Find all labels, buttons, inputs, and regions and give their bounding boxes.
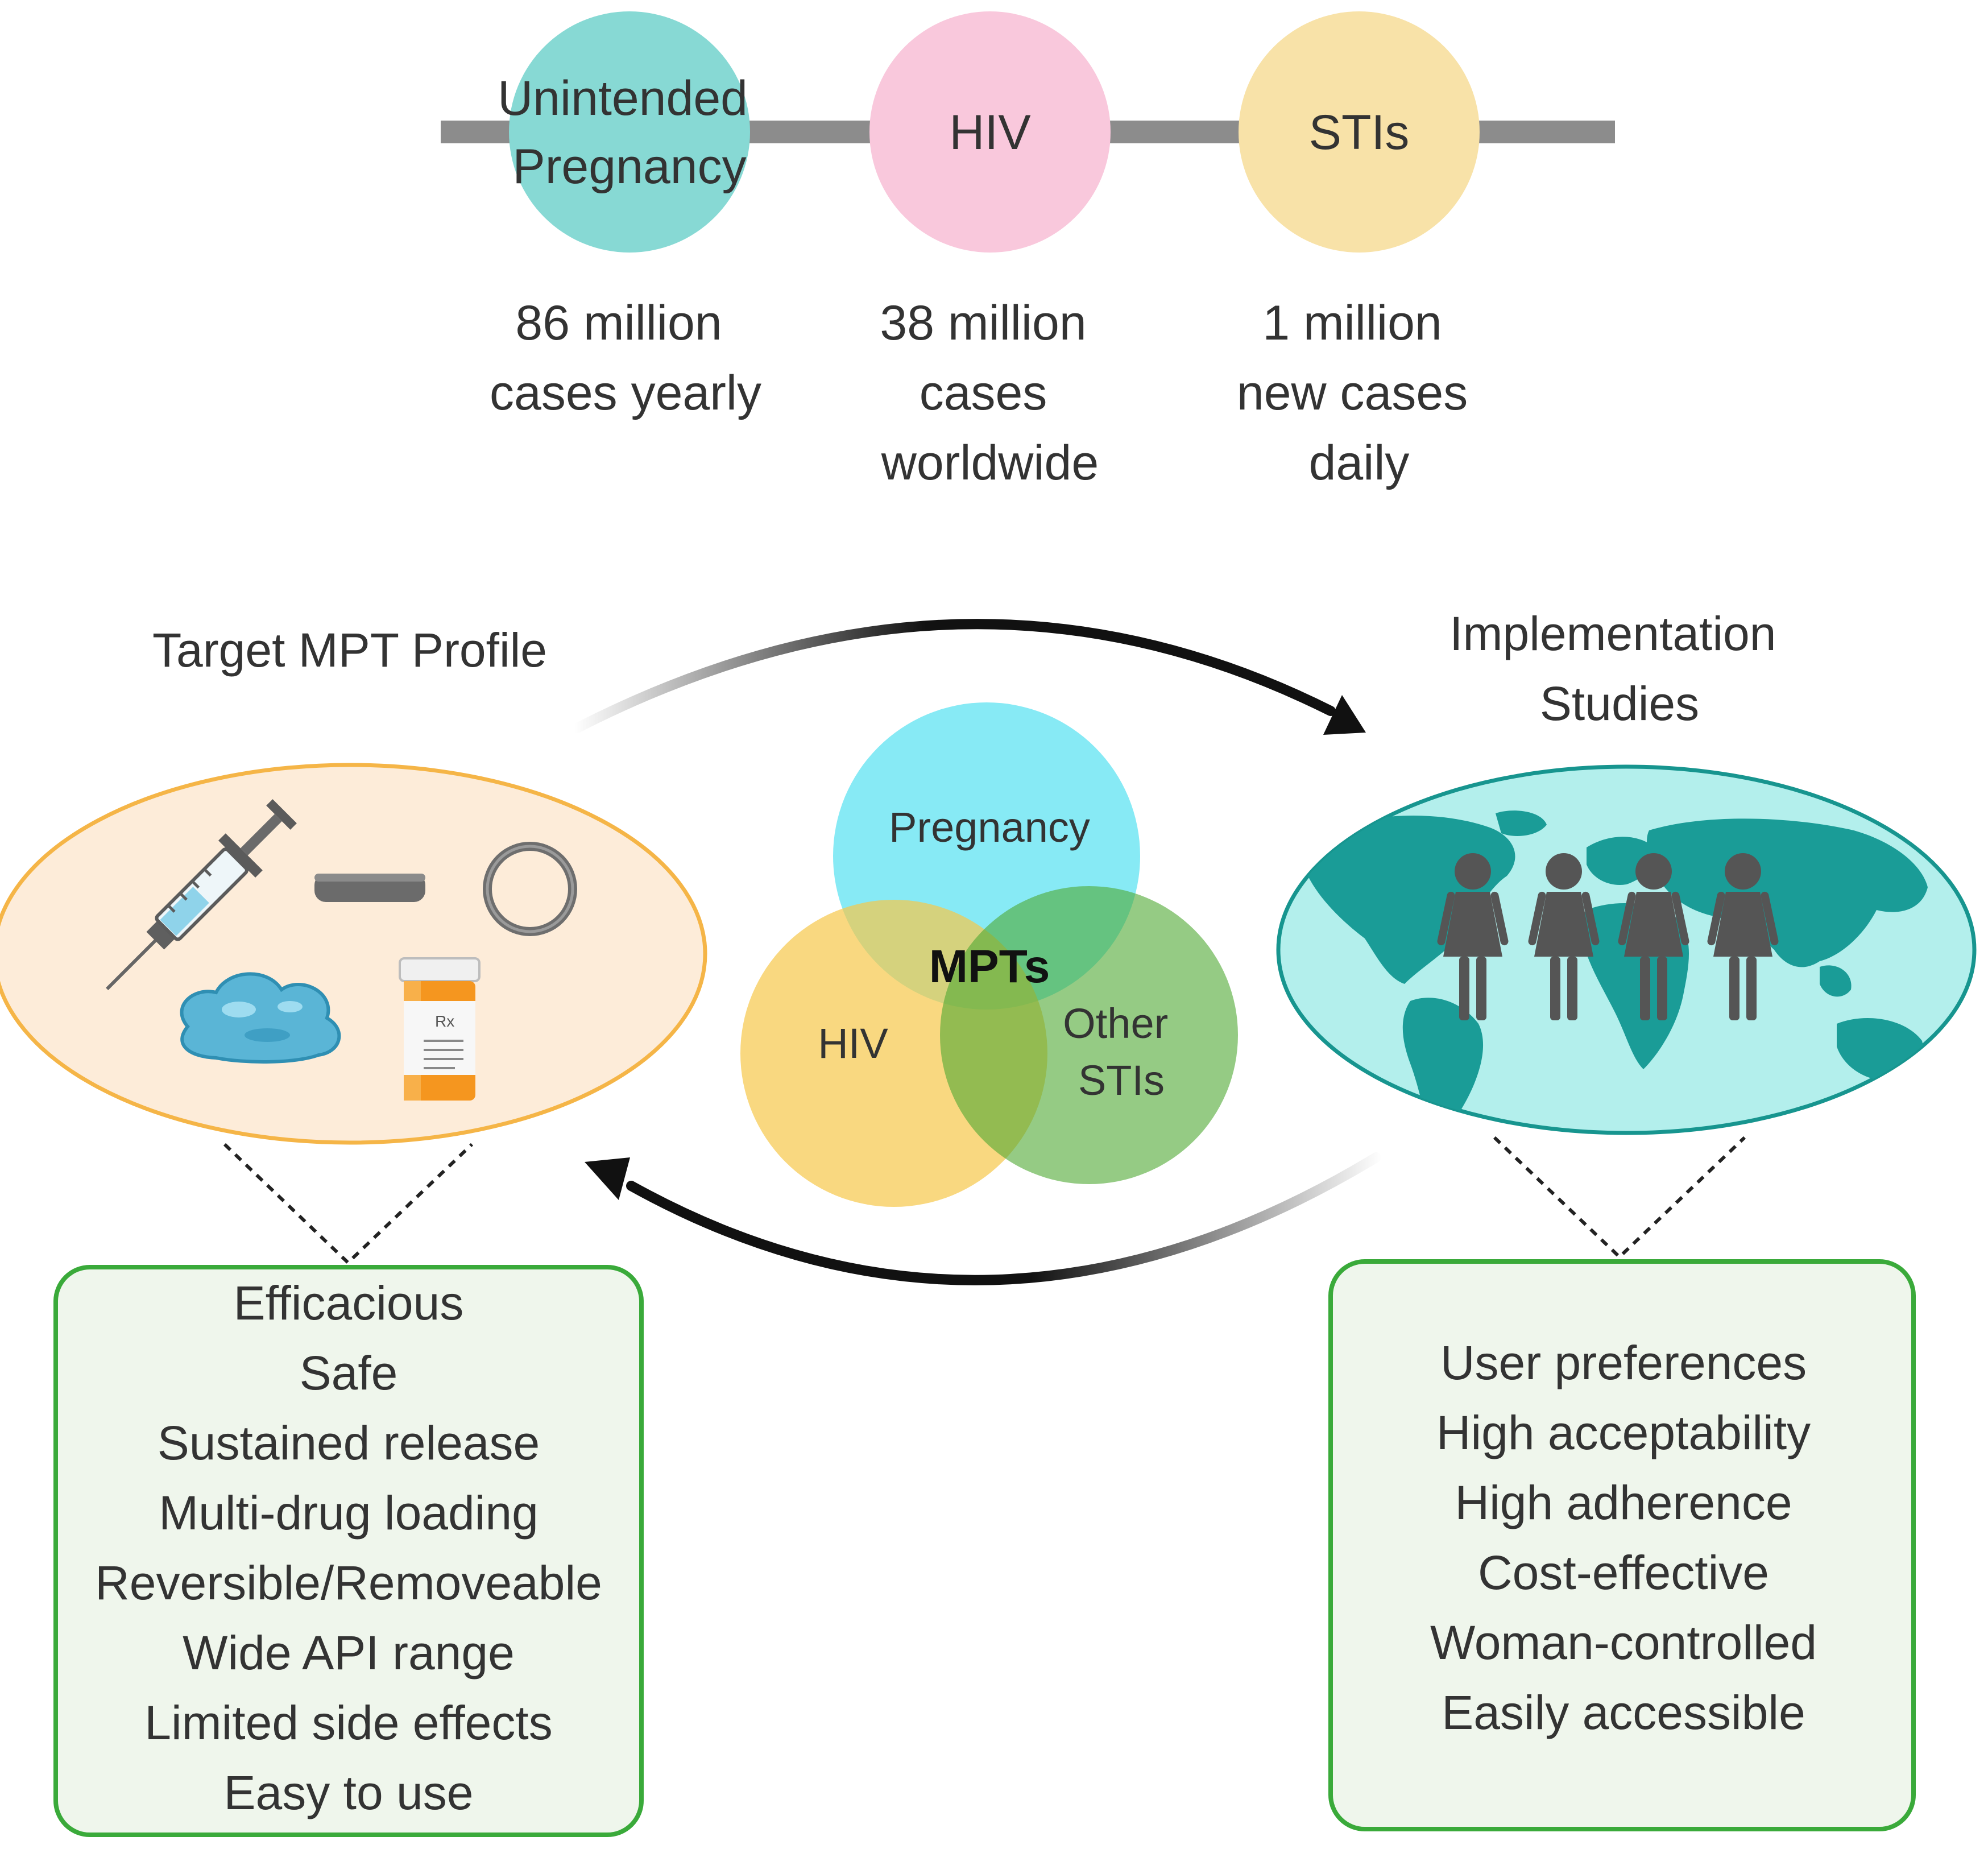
stis-burden-stat: 1 million new cases daily [1237,296,1481,490]
implementation-connector [1493,1136,1746,1260]
criteria-item: Easily accessible [1442,1686,1805,1739]
target-profile-title: Target MPT Profile [152,623,547,677]
criteria-item: High adherence [1455,1476,1792,1529]
target-profile-criteria-box [53,1265,644,1837]
woman-icon [1437,853,1509,1020]
target-profile-connector [223,1143,474,1265]
pill-bottle-icon: Rx [399,957,481,1101]
criteria-item: Multi-drug loading [159,1486,539,1540]
criteria-item: Easy to use [224,1766,474,1819]
arrow-to-target-profile [626,1152,1381,1285]
venn-label-hiv: HIV [818,1020,888,1067]
vaginal-ring-icon [483,842,577,936]
arrow-to-target-profile-head [585,1157,630,1200]
stis-burden-label: STIs [1309,105,1410,160]
cycle-arrows [572,619,1381,1285]
timeline-item-hiv: HIV 38 million cases worldwide [869,11,1111,490]
pregnancy-burden-stat: 86 million cases yearly [490,296,761,420]
criteria-item: Woman-controlled [1430,1616,1817,1669]
stis-burden-circle [1239,11,1480,253]
hiv-burden-label: HIV [949,105,1030,160]
svg-text:Rx: Rx [435,1012,454,1030]
criteria-item: Reversible/Removeable [95,1556,602,1610]
venn-label-pregnancy: Pregnancy [889,804,1090,851]
syringe-icon [106,799,297,990]
women-figures [1437,853,1779,1020]
criteria-item: User preferences [1440,1336,1807,1389]
venn-label-other-stis: Other STIs [1063,1000,1180,1104]
arrow-to-implementation [572,619,1336,733]
implementation-criteria-box [1328,1259,1916,1831]
pregnancy-burden-label: Unintended Pregnancy [498,71,761,194]
arrow-to-implementation-head [1323,695,1366,735]
woman-icon [1707,853,1779,1020]
criteria-item: Limited side effects [144,1696,553,1749]
criteria-item: Safe [300,1346,398,1400]
hiv-burden-circle [869,11,1111,253]
woman-icon [1528,853,1600,1020]
criteria-item: Efficacious [234,1276,464,1330]
burden-timeline: Unintended Pregnancy 86 million cases ye… [441,11,1615,490]
criteria-item: Sustained release [158,1416,540,1470]
pregnancy-burden-circle [509,11,750,253]
woman-icon [1618,853,1689,1020]
venn-center-label: MPTs [929,941,1050,992]
venn-circle-other-stis [940,886,1238,1184]
criteria-item: Wide API range [183,1626,515,1680]
implementation-title: Implementation Studies [1449,607,1790,730]
hiv-burden-stat: 38 million cases worldwide [880,296,1100,490]
gel-icon [180,972,341,1064]
implant-rod-icon [314,874,425,902]
target-profile-ellipse [0,763,707,1145]
target-profile-section: Target MPT Profile [0,623,707,1837]
criteria-item: Cost-effective [1478,1546,1769,1599]
mpt-venn: Pregnancy HIV Other STIs MPTs [740,702,1238,1207]
criteria-item: High acceptability [1436,1406,1811,1459]
timeline-item-pregnancy: Unintended Pregnancy 86 million cases ye… [490,11,761,420]
timeline-item-stis: STIs 1 million new cases daily [1237,11,1481,490]
implementation-section: Implementation Studies [1276,607,1977,1831]
